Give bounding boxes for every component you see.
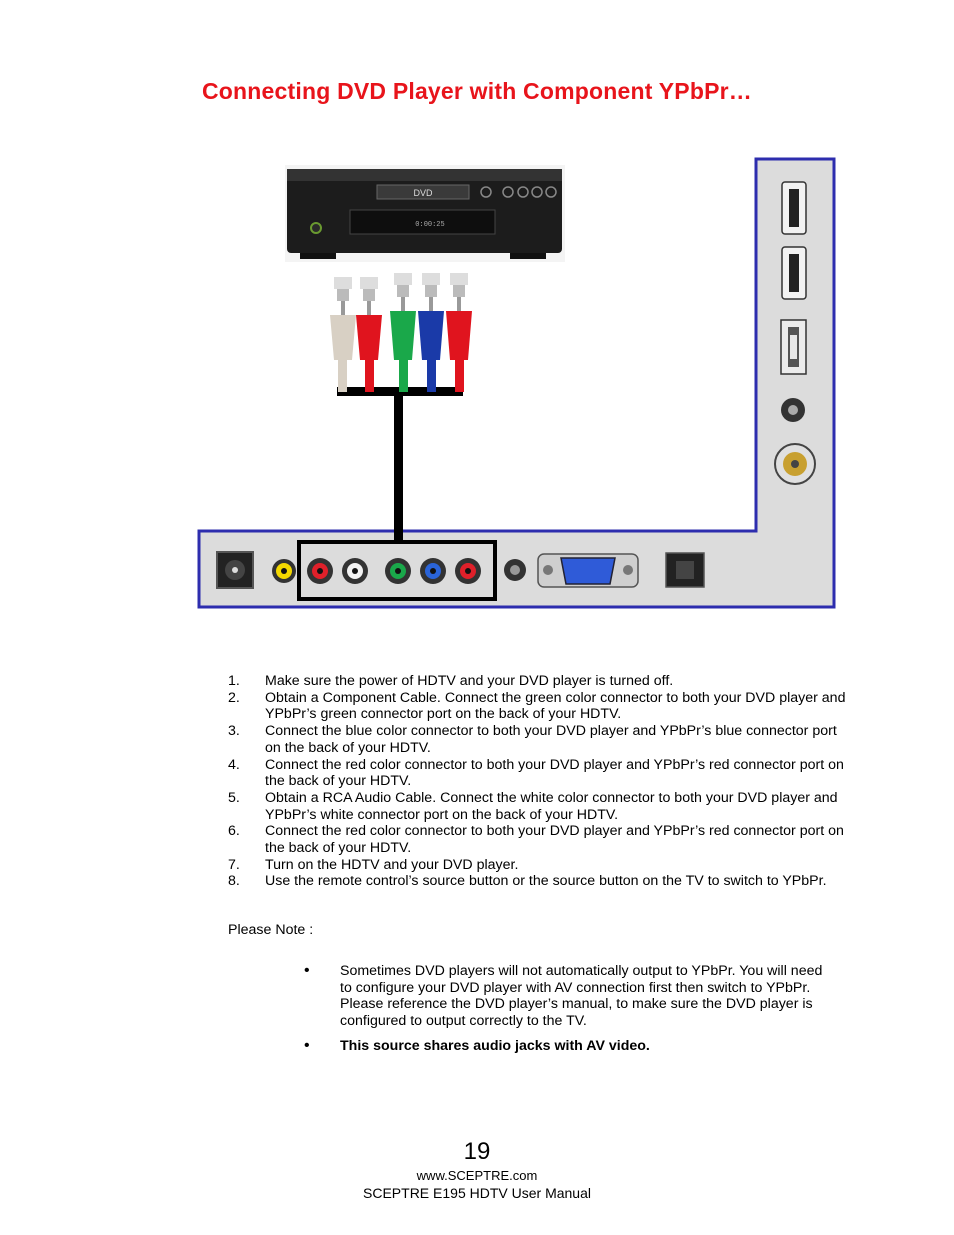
step-item: 3. Connect the blue color connector to bo…: [228, 723, 848, 756]
step-text: Turn on the HDTV and your DVD player.: [265, 856, 519, 873]
dvd-player-icon: DVD 0:00:25: [285, 165, 565, 262]
step-number: 8.: [228, 873, 240, 890]
step-item: 2. Obtain a Component Cable. Connect the …: [228, 690, 848, 723]
pb-jack-icon: [420, 558, 446, 584]
bullet-icon: •: [304, 962, 310, 979]
note-list: • Sometimes DVD players will not automati…: [300, 962, 830, 1063]
tv-back-panel: [197, 157, 836, 609]
dvd-display-label: DVD: [413, 188, 433, 198]
step-text: Use the remote control’s source button o…: [265, 873, 827, 890]
green-rca-plug-icon: [390, 273, 416, 392]
step-text: Make sure the power of HDTV and your DVD…: [265, 673, 674, 689]
step-text: Connect the red color connector to both …: [265, 756, 844, 790]
note-text: Sometimes DVD players will not automatic…: [340, 963, 823, 1030]
optical-port-icon: [665, 552, 705, 588]
usb-port-icon: [780, 319, 807, 375]
note-text: This source shares audio jacks with AV v…: [340, 1037, 650, 1054]
step-text: Obtain a Component Cable. Connect the gr…: [265, 689, 846, 723]
footer-manual-name: SCEPTRE E195 HDTV User Manual: [363, 1185, 591, 1201]
dvd-time-readout: 0:00:25: [415, 221, 444, 229]
white-rca-plug-icon: [330, 277, 356, 392]
step-number: 3.: [228, 723, 240, 740]
antenna-port-icon: [774, 443, 816, 485]
blue-rca-plug-icon: [418, 273, 444, 392]
step-text: Connect the blue color connector to both…: [265, 723, 837, 756]
step-number: 4.: [228, 756, 240, 773]
hdmi-port-icon: [781, 181, 807, 235]
connection-diagram: DVD 0:00:25: [197, 157, 836, 609]
note-label: Please Note :: [228, 922, 314, 938]
step-number: 2.: [228, 689, 240, 706]
vga-port-icon: [537, 553, 639, 588]
step-item: 1. Make sure the power of HDTV and your D…: [228, 673, 848, 690]
note-item: • Sometimes DVD players will not automati…: [300, 962, 830, 1030]
red-rca-plug-icon: [446, 273, 472, 392]
bullet-icon: •: [304, 1036, 310, 1054]
page-number: 19: [463, 1138, 491, 1165]
audio-left-jack-icon: [342, 558, 368, 584]
pr-jack-icon: [455, 558, 481, 584]
step-text: Obtain a RCA Audio Cable. Connect the wh…: [265, 789, 838, 823]
step-number: 5.: [228, 789, 240, 806]
hdmi-port-icon: [781, 246, 807, 300]
step-text: Connect the red color connector to both …: [265, 823, 844, 857]
power-port-icon: [216, 551, 254, 589]
step-number: 7.: [228, 856, 240, 873]
step-item: 4. Connect the red color connector to bot…: [228, 757, 848, 790]
step-number: 6.: [228, 823, 240, 840]
step-item: 7. Turn on the HDTV and your DVD player.: [228, 857, 848, 874]
footer-website: www.SCEPTRE.com: [416, 1168, 538, 1183]
note-item: • This source shares audio jacks with AV …: [300, 1036, 830, 1055]
red-rca-plug-icon: [356, 277, 382, 392]
cable-line: [394, 393, 403, 543]
audio-right-jack-icon: [307, 558, 333, 584]
instruction-steps: 1. Make sure the power of HDTV and your D…: [228, 673, 848, 890]
step-number: 1.: [228, 673, 240, 689]
step-item: 6. Connect the red color connector to bot…: [228, 823, 848, 856]
pc-audio-jack-icon: [504, 559, 526, 581]
step-item: 5. Obtain a RCA Audio Cable. Connect the …: [228, 790, 848, 823]
headphone-jack-icon: [781, 398, 805, 422]
page-title: Connecting DVD Player with Component YPb…: [201, 78, 752, 104]
y-jack-icon: [385, 558, 411, 584]
av-video-jack-icon: [272, 559, 296, 583]
step-item: 8. Use the remote control’s source button…: [228, 873, 848, 890]
